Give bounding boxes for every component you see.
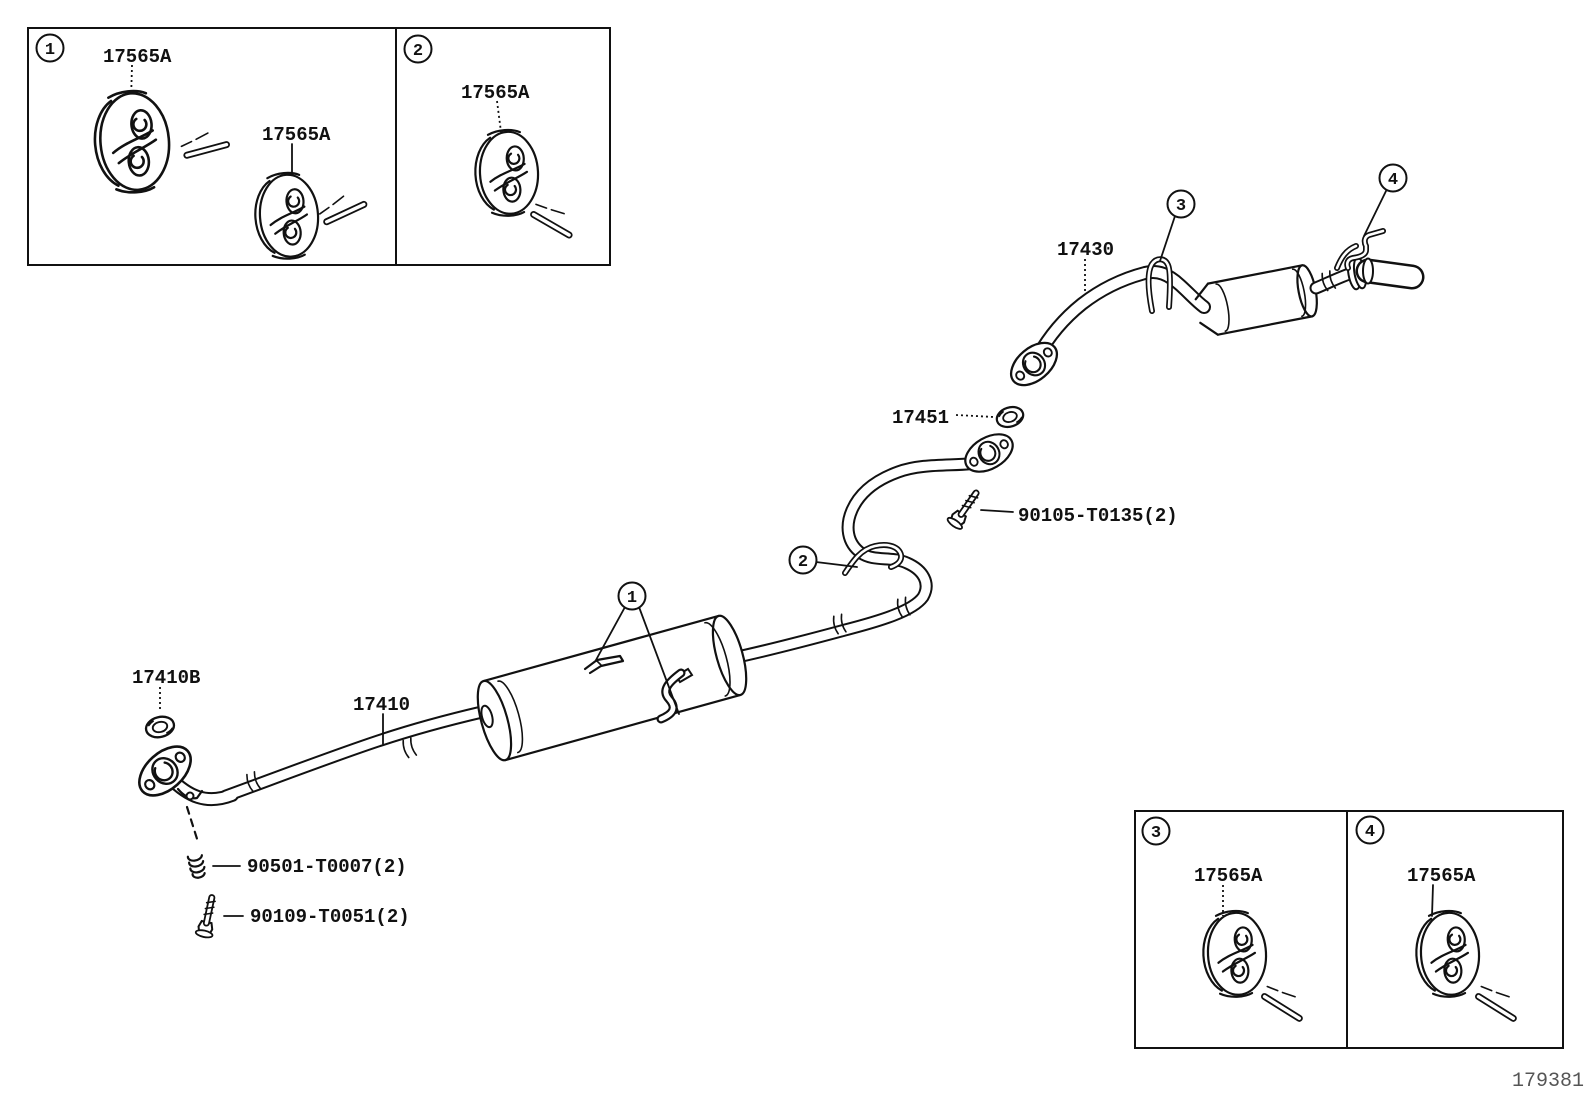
part-label-front-bolt: 90109-T0051(2) (250, 906, 410, 928)
front-gasket (142, 712, 178, 742)
part-label-tail-pipe: 17430 (1057, 239, 1114, 261)
callout-3-number: 3 (1176, 197, 1186, 216)
hanger-illustration (89, 86, 175, 197)
callout-2: 2 (788, 545, 858, 575)
figure-code: 179381 (1512, 1070, 1584, 1093)
inset-badge-3-number: 3 (1151, 824, 1161, 843)
hanger-pin (180, 129, 227, 156)
callout-1: 1 (595, 581, 680, 715)
callout-1-number: 1 (627, 589, 637, 608)
part-label-hanger-1b: 17565A (262, 124, 331, 146)
callout-4-number: 4 (1388, 171, 1398, 190)
part-label-hanger-2: 17565A (461, 82, 530, 104)
inset-badge-4: 4 (1355, 815, 1385, 845)
hanger-illustration (1200, 908, 1270, 1000)
inset-box-4: 4 17565A (1346, 810, 1564, 1049)
hanger-pin (317, 190, 364, 223)
inset-badge-3: 3 (1141, 816, 1171, 846)
hanger-illustration (1413, 908, 1483, 1000)
part-label-spring: 90501-T0007(2) (247, 856, 407, 878)
resonator (1194, 264, 1318, 336)
inset-badge-4-number: 4 (1365, 823, 1375, 842)
front-flange-bolt (195, 896, 220, 939)
callout-4: 4 (1363, 163, 1408, 237)
compression-spring (186, 854, 206, 879)
tail-front-flange (1002, 333, 1066, 395)
part-label-hanger-4: 17565A (1407, 865, 1476, 887)
hanger-pin (1262, 981, 1308, 1018)
hanger-illustration (251, 169, 323, 262)
callout-2-number: 2 (798, 553, 808, 572)
inset-box-1: 1 17565A 17565A (27, 27, 397, 266)
inset-box-3: 3 17565A (1134, 810, 1348, 1049)
part-label-center-pipe: 17410 (353, 694, 410, 716)
callout-3: 3 (1159, 189, 1196, 262)
inset-box-2: 2 17565A (395, 27, 611, 266)
hanger-illustration (472, 127, 542, 219)
inset-badge-1: 1 (35, 33, 65, 63)
part-label-rear-gasket: 17451 (892, 407, 949, 429)
rear-flange-bolt (946, 488, 983, 531)
inset-badge-1-number: 1 (45, 41, 55, 60)
part-label-rear-bolt: 90105-T0135(2) (1018, 505, 1178, 527)
inset-badge-2: 2 (403, 34, 433, 64)
rear-gasket (993, 402, 1027, 432)
part-labels: 17430 17451 90105-T0135(2) 17410B 17410 … (132, 239, 1178, 928)
part-label-hanger-3: 17565A (1194, 865, 1263, 887)
hanger-pin (531, 199, 577, 235)
inset-badge-2-number: 2 (413, 42, 423, 61)
part-label-hanger-1a: 17565A (103, 46, 172, 68)
center-pipe-assembly (128, 425, 1021, 844)
muffler (476, 614, 748, 762)
part-label-front-gasket: 17410B (132, 667, 200, 689)
tail-pipe-assembly (1002, 228, 1425, 395)
hanger-pin (1476, 981, 1522, 1018)
rear-flange (957, 425, 1021, 481)
